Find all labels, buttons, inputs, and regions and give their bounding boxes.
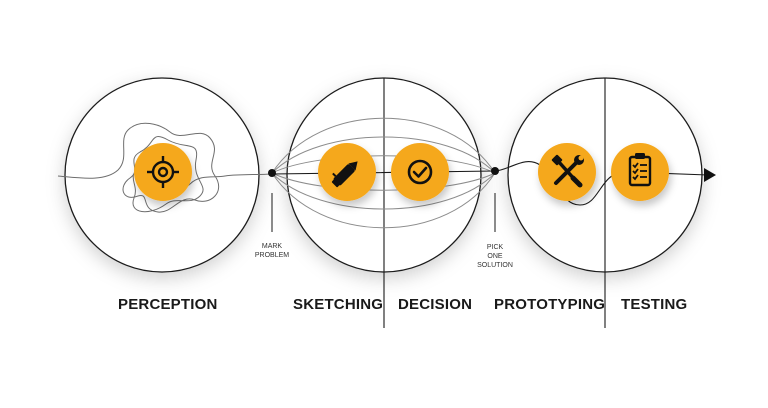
stage-label-prototyping: PROTOTYPING	[494, 296, 606, 313]
testing-icon-disc	[611, 143, 669, 201]
stage-label-sketching: SKETCHING	[293, 296, 384, 313]
check-circle-icon	[407, 159, 433, 185]
stage-label-testing: TESTING	[621, 296, 688, 313]
pick-solution-line-3: SOLUTION	[477, 262, 513, 269]
pick-solution-line-1: PICK	[486, 244, 504, 251]
mark-problem-note: MARK PROBLEM	[252, 242, 292, 260]
clipboard-checklist-icon	[628, 153, 652, 187]
pick-solution-line-2: ONE	[487, 253, 503, 260]
perception-icon-disc	[134, 143, 192, 201]
tools-icon	[551, 154, 584, 188]
pen-icon	[331, 161, 358, 188]
target-icon	[147, 156, 179, 188]
mark-problem-line-2: PROBLEM	[254, 252, 290, 259]
decision-icon-disc	[391, 143, 449, 201]
pick-solution-note: PICK ONE SOLUTION	[472, 243, 518, 270]
stage-label-perception: PERCEPTION	[118, 296, 218, 313]
mark-problem-line-1: MARK	[261, 243, 283, 250]
mark-problem-dot	[268, 169, 276, 177]
pick-solution-dot	[491, 167, 499, 175]
diverge-converge-curves	[271, 117, 496, 229]
arrow-head	[704, 168, 716, 182]
stage-label-decision: DECISION	[398, 296, 473, 313]
